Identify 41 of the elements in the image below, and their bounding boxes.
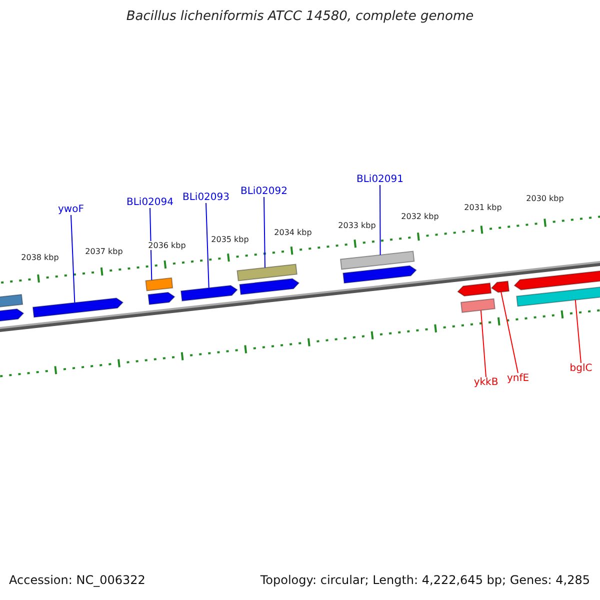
- gene-feature: [148, 292, 176, 306]
- tick-label: 2031 kbp: [463, 203, 503, 212]
- gene-label: ykkB: [474, 377, 498, 388]
- leader-line: [574, 299, 582, 364]
- gene-bar: [460, 298, 496, 313]
- leader-line: [264, 196, 266, 268]
- tick-label: 2036 kbp: [147, 241, 187, 250]
- gene-feature: [239, 278, 300, 296]
- gene-feature: [0, 308, 24, 323]
- gene-feature: [180, 284, 238, 302]
- gene-label: ywoF: [58, 204, 84, 215]
- title: Bacillus licheniformis ATCC 14580, complete genome: [126, 9, 474, 24]
- leader-line: [480, 310, 486, 378]
- gene-bar: [145, 277, 174, 292]
- tick-label: 2032 kbp: [400, 212, 440, 221]
- gene-feature: [490, 280, 510, 293]
- leader-line: [206, 202, 210, 288]
- gene-label: BLi02092: [240, 186, 288, 197]
- tick-label: 2038 kbp: [20, 253, 60, 262]
- tick-label: 2035 kbp: [210, 235, 250, 244]
- accession-text: Accession: NC_006322: [9, 573, 146, 587]
- gene-label: BLi02094: [126, 197, 174, 208]
- leader-line: [500, 291, 518, 374]
- tick-label: 2030 kbp: [525, 194, 565, 203]
- gene-label: BLi02093: [182, 192, 230, 203]
- gene-bar: [516, 286, 600, 307]
- gene-feature: [514, 270, 600, 290]
- gene-label: ynfE: [506, 373, 530, 384]
- tick-label: 2037 kbp: [84, 247, 124, 256]
- tick-label: 2033 kbp: [337, 221, 377, 230]
- gene-label: bglC: [570, 363, 592, 374]
- gene-feature: [32, 298, 124, 318]
- tick-label: 2034 kbp: [273, 228, 313, 237]
- gene-bar: [236, 264, 298, 282]
- gene-feature: [342, 265, 417, 284]
- genome-summary: Topology: circular; Length: 4,222,645 bp; Genes: 4,285: [260, 573, 590, 587]
- gene-label: BLi02091: [356, 174, 404, 185]
- gene-bar: [0, 294, 24, 309]
- gene-bar: [340, 250, 415, 270]
- leader-line: [150, 208, 152, 281]
- leader-line: [70, 214, 76, 304]
